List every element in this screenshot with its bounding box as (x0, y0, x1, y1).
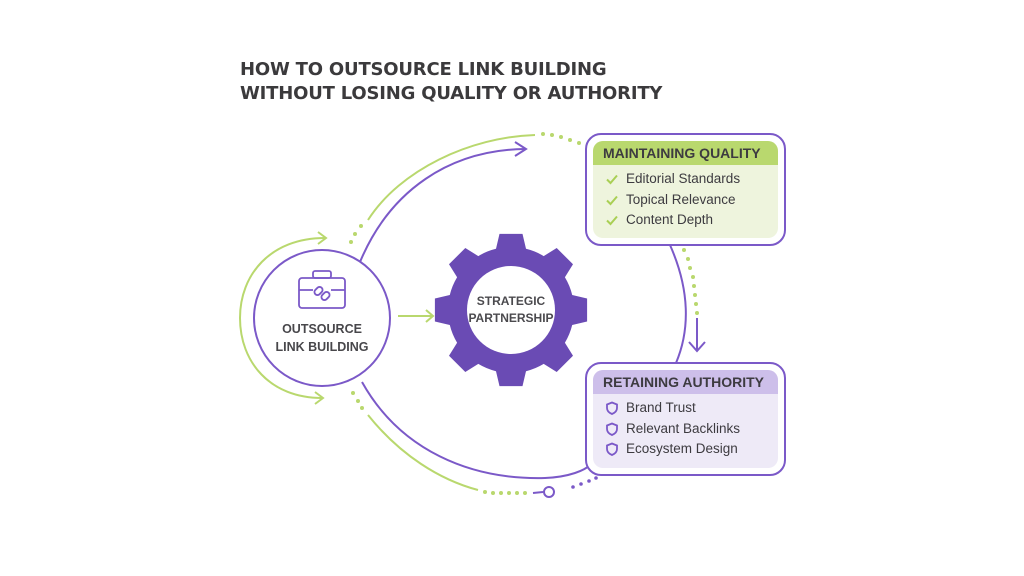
shield-icon (606, 442, 618, 457)
list-item: Brand Trust (605, 398, 766, 419)
green-dots-right (682, 248, 699, 315)
list-item: Relevant Backlinks (605, 419, 766, 440)
purple-dots-bottom (571, 476, 598, 489)
list-item-text: Relevant Backlinks (626, 420, 741, 436)
source-node-circle (253, 249, 391, 387)
shield-icon (606, 422, 618, 436)
arrowhead-top (514, 141, 528, 157)
down-arrow-right (688, 318, 706, 353)
center-label-line-2: PARTNERSHIP (468, 311, 554, 325)
green-dots-bottom (351, 391, 527, 495)
green-loop-left (238, 237, 326, 399)
list-item: Content Depth (605, 210, 766, 231)
purple-arc-bottom (361, 381, 591, 480)
authority-card: RETAINING AUTHORITY Brand Trust Relevant… (585, 362, 786, 476)
green-arrow-to-gear (398, 309, 435, 323)
purple-arc-top (359, 148, 526, 263)
check-icon (606, 175, 618, 185)
source-node-label: OUTSOURCE LINK BUILDING (262, 320, 382, 356)
authority-list: Brand Trust Relevant Backlinks Ecosystem… (593, 394, 778, 464)
shield-icon (606, 401, 618, 416)
center-label-line-1: STRATEGIC (476, 294, 546, 308)
list-item-text: Editorial Standards (626, 171, 741, 186)
source-label-line-1: OUTSOURCE (282, 322, 362, 336)
check-icon (606, 216, 618, 226)
title-line-2: WITHOUT LOSING QUALITY OR AUTHORITY (240, 83, 663, 104)
bottom-end-line (532, 491, 544, 494)
authority-card-heading: RETAINING AUTHORITY (593, 370, 778, 394)
bottom-end-node (543, 486, 555, 498)
green-dots-top (349, 132, 581, 244)
title-line-1: HOW TO OUTSOURCE LINK BUILDING (240, 59, 607, 80)
page-title: HOW TO OUTSOURCE LINK BUILDING WITHOUT L… (240, 58, 662, 106)
list-item-text: Brand Trust (626, 400, 696, 415)
green-arc-top (367, 134, 536, 221)
green-loop-arrow-top (317, 231, 328, 245)
list-item-text: Content Depth (626, 212, 714, 227)
source-label-line-2: LINK BUILDING (275, 340, 369, 354)
list-item: Editorial Standards (605, 169, 766, 190)
center-node-label: STRATEGIC PARTNERSHIP (464, 293, 558, 327)
purple-connector-right (669, 244, 687, 364)
green-loop-arrow-bottom (314, 391, 325, 405)
check-icon (606, 195, 618, 206)
list-item-text: Ecosystem Design (626, 441, 738, 456)
gear-icon (434, 233, 588, 387)
quality-card-heading: MAINTAINING QUALITY (593, 141, 778, 165)
list-item: Topical Relevance (605, 190, 766, 211)
quality-list: Editorial Standards Topical Relevance Co… (593, 165, 778, 235)
list-item: Ecosystem Design (605, 439, 766, 460)
list-item-text: Topical Relevance (626, 191, 736, 207)
quality-card: MAINTAINING QUALITY Editorial Standards … (585, 133, 786, 246)
briefcase-link-icon (298, 270, 346, 309)
green-arc-bottom (367, 414, 479, 491)
